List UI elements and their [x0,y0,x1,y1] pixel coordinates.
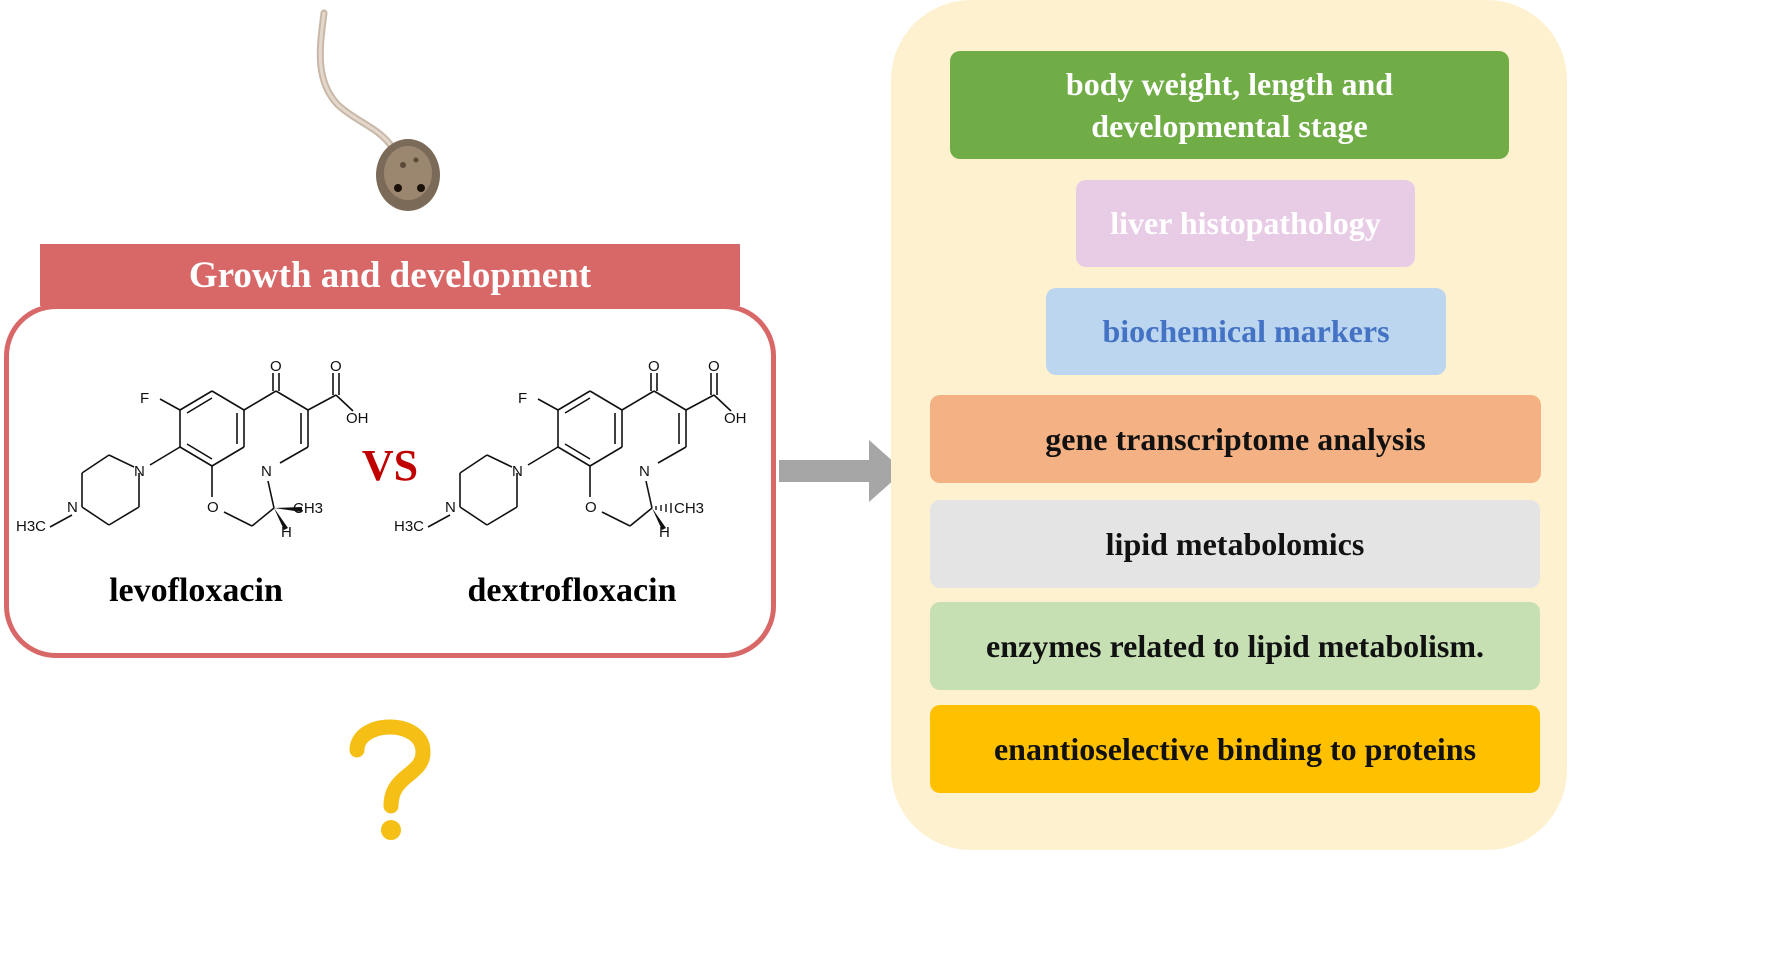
h3c-label: H3C [394,518,424,535]
carbonyl-oxygen-label: O [648,358,660,375]
vs-label: VS [361,441,419,490]
h3c-label: H3C [16,518,46,535]
ch3-label: CH3 [293,500,323,517]
ch3-label: CH3 [674,500,704,517]
levofloxacin-label: levofloxacin [109,572,283,609]
endpoint-liver-histopathology: liver histopathology [1076,180,1415,267]
hydroxyl-label: OH [346,410,369,427]
endpoint-protein-binding: enantioselective binding to proteins [930,705,1540,793]
methyl-nitrogen-label: N [67,499,78,516]
hydrogen-label: H [659,524,670,541]
acid-oxygen-label: O [330,358,342,375]
ether-oxygen-label: O [207,499,219,516]
ring-nitrogen-label: N [639,463,650,480]
dextrofloxacin-label: dextrofloxacin [467,572,677,609]
methyl-nitrogen-label: N [445,499,456,516]
hydroxyl-label: OH [724,410,747,427]
endpoint-lipid-enzymes: enzymes related to lipid metabolism. [930,602,1540,690]
question-mark-icon: ? [349,719,431,840]
levofloxacin-structure: O O OH F N N N O H3C CH3 H [16,358,369,541]
endpoint-lipid-metabolomics: lipid metabolomics [930,500,1540,588]
piperazine-nitrogen-label: N [134,463,145,480]
ring-nitrogen-label: N [261,463,272,480]
right-arrow-icon [779,440,904,502]
endpoint-biochemical-markers: biochemical markers [1046,288,1446,375]
endpoint-body-weight-length-stage: body weight, length and developmental st… [950,51,1509,159]
carbonyl-oxygen-label: O [270,358,282,375]
endpoint-gene-transcriptome: gene transcriptome analysis [930,395,1541,483]
endpoint-line-2: developmental stage [1091,108,1368,144]
fluorine-label: F [140,390,149,407]
dextrofloxacin-structure: O O OH F N N N O H3C CH3 H [394,358,747,541]
hydrogen-label: H [281,524,292,541]
ether-oxygen-label: O [585,499,597,516]
enantiomer-comparison-box [4,304,776,658]
tadpole-icon [316,9,440,211]
fluorine-label: F [518,390,527,407]
endpoint-line-1: body weight, length and [1065,65,1394,102]
acid-oxygen-label: O [708,358,720,375]
piperazine-nitrogen-label: N [512,463,523,480]
growth-development-header: Growth and development [40,244,740,306]
